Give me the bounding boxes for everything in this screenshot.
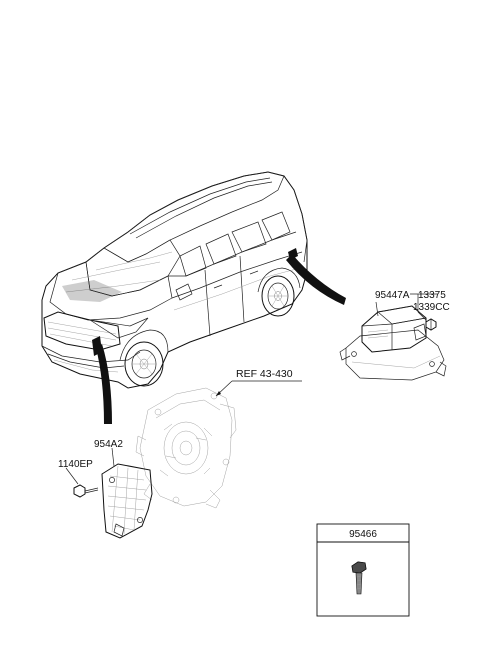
callout-part-number: 95466 [349,529,377,540]
bolt-left-label: 1140EP [58,459,93,470]
nut-label: 13375 [418,290,446,301]
bracket-leader-line [111,447,115,467]
bolt-leader-line [65,467,79,485]
nut-leader-line [417,311,427,321]
module-nut [425,318,437,331]
location-arrows [96,254,346,424]
transmission-assembly [135,387,237,509]
module-label: 95447A [375,290,410,301]
callout-box: 95466 [316,523,410,617]
bracket-bolt [73,484,99,498]
module-bracket [101,463,153,539]
airbag-control-module [339,305,447,381]
bracket-label: 954A2 [94,439,123,450]
bolt-icon [351,561,367,595]
ref-label: REF 43-430 [236,368,293,380]
vehicle-illustration [41,171,308,389]
module-leader-line [375,301,379,317]
bolt-right-label: 1339CC [413,302,450,313]
